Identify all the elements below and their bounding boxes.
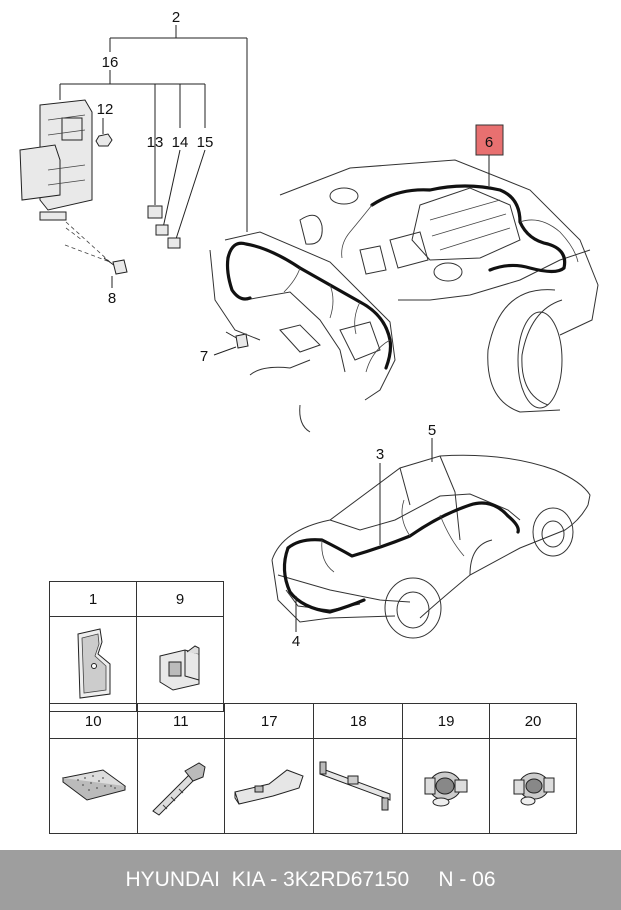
clip-13-part bbox=[147, 205, 163, 219]
harness-roof-3 bbox=[286, 501, 520, 558]
part-label-20: 20 bbox=[489, 703, 577, 739]
callout-6-box bbox=[475, 124, 504, 186]
gasket-icon bbox=[77, 628, 111, 699]
clip-14-part bbox=[155, 224, 169, 236]
cable-tie-icon bbox=[152, 762, 206, 816]
rail-bracket-icon bbox=[319, 761, 391, 811]
dashboard-body bbox=[209, 231, 396, 433]
footer-bar: HYUNDAI KIA - 3K2RD67150 N - 06 bbox=[0, 850, 621, 910]
part-cell-9 bbox=[136, 616, 224, 712]
wiring-harness-diagram: 2 16 12 13 14 15 8 7 bbox=[19, 9, 599, 650]
part-label-17: 17 bbox=[224, 703, 315, 739]
part-label-11: 11 bbox=[136, 703, 226, 739]
pad-icon bbox=[62, 769, 127, 801]
part-label-10: 10 bbox=[49, 703, 138, 739]
part-cell-1 bbox=[49, 616, 137, 712]
part-cell-17 bbox=[224, 738, 315, 834]
protector-icon bbox=[234, 769, 304, 805]
harness-main-branch bbox=[225, 256, 252, 301]
part-cell-18 bbox=[313, 738, 404, 834]
bolt-7-part bbox=[213, 331, 249, 356]
part-cell-11 bbox=[136, 738, 226, 834]
callout-8: 8 bbox=[108, 290, 116, 307]
part-label-19: 19 bbox=[402, 703, 491, 739]
callout-16: 16 bbox=[102, 54, 119, 71]
callout-7: 7 bbox=[200, 348, 208, 365]
part-cell-19 bbox=[402, 738, 491, 834]
callout-leaders-bottom bbox=[295, 438, 433, 632]
callout-15: 15 bbox=[197, 134, 214, 151]
grommet-icon bbox=[424, 771, 468, 807]
rear-car-body bbox=[271, 454, 591, 639]
harness-engine-6 bbox=[370, 184, 567, 274]
callout-6: 6 bbox=[485, 134, 493, 151]
parts-table-top: 1 9 bbox=[49, 581, 224, 712]
callout-5: 5 bbox=[428, 422, 436, 439]
callout-2: 2 bbox=[172, 9, 180, 26]
callout-12: 12 bbox=[97, 101, 114, 118]
callout-14: 14 bbox=[172, 134, 189, 151]
callout-leaders-top bbox=[59, 25, 248, 243]
footer-part-number: HYUNDAI KIA - 3K2RD67150 bbox=[125, 868, 410, 891]
callout-3: 3 bbox=[376, 446, 384, 463]
engine-bay-body bbox=[279, 159, 599, 413]
parts-table-bottom: 10 11 17 18 19 20 bbox=[49, 703, 577, 834]
grommet-alt-icon bbox=[513, 772, 555, 806]
part-label-9: 9 bbox=[136, 581, 224, 617]
bolt-8-part bbox=[103, 257, 128, 288]
bracket-icon bbox=[159, 645, 200, 691]
part-cell-20 bbox=[489, 738, 577, 834]
footer-spacer bbox=[409, 868, 438, 892]
harness-floor-4 bbox=[282, 546, 366, 614]
part-cell-10 bbox=[49, 738, 138, 834]
part-label-1: 1 bbox=[49, 581, 137, 617]
footer-page-code: N - 06 bbox=[438, 868, 496, 891]
junction-box-part bbox=[19, 99, 111, 263]
callout-13: 13 bbox=[147, 134, 164, 151]
clip-15-part bbox=[167, 237, 181, 249]
part-label-18: 18 bbox=[313, 703, 404, 739]
nut-part bbox=[95, 133, 113, 147]
callout-4: 4 bbox=[292, 633, 300, 650]
